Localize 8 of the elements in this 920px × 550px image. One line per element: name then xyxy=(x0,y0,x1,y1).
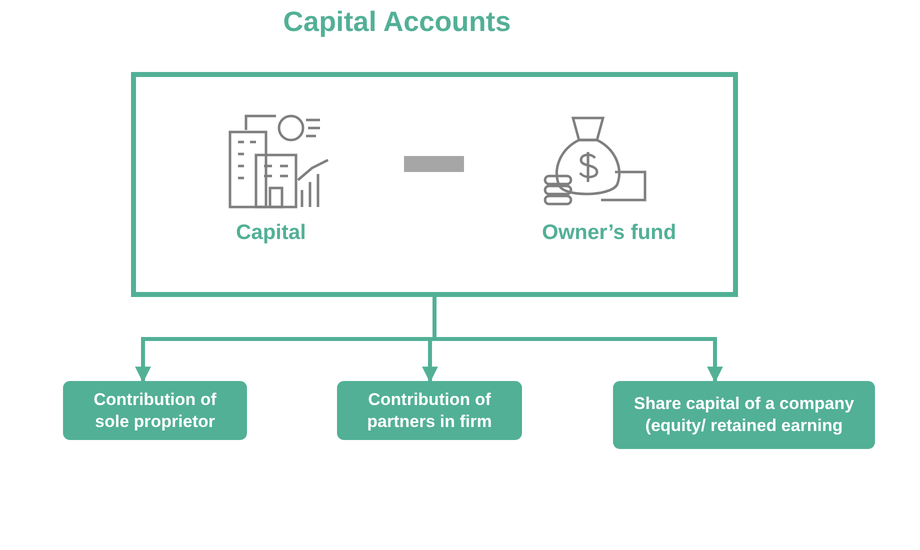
frame-box xyxy=(131,72,738,297)
category-box: Contribution of sole proprietor xyxy=(63,381,247,440)
category-box: Contribution of partners in firm xyxy=(337,381,522,440)
category-box: Share capital of a company (equity/ retained earning xyxy=(613,381,875,449)
label: Owner’s fund xyxy=(542,221,676,245)
title: Capital Accounts xyxy=(282,6,512,38)
arrow xyxy=(432,297,723,383)
label: Capital xyxy=(236,221,306,245)
